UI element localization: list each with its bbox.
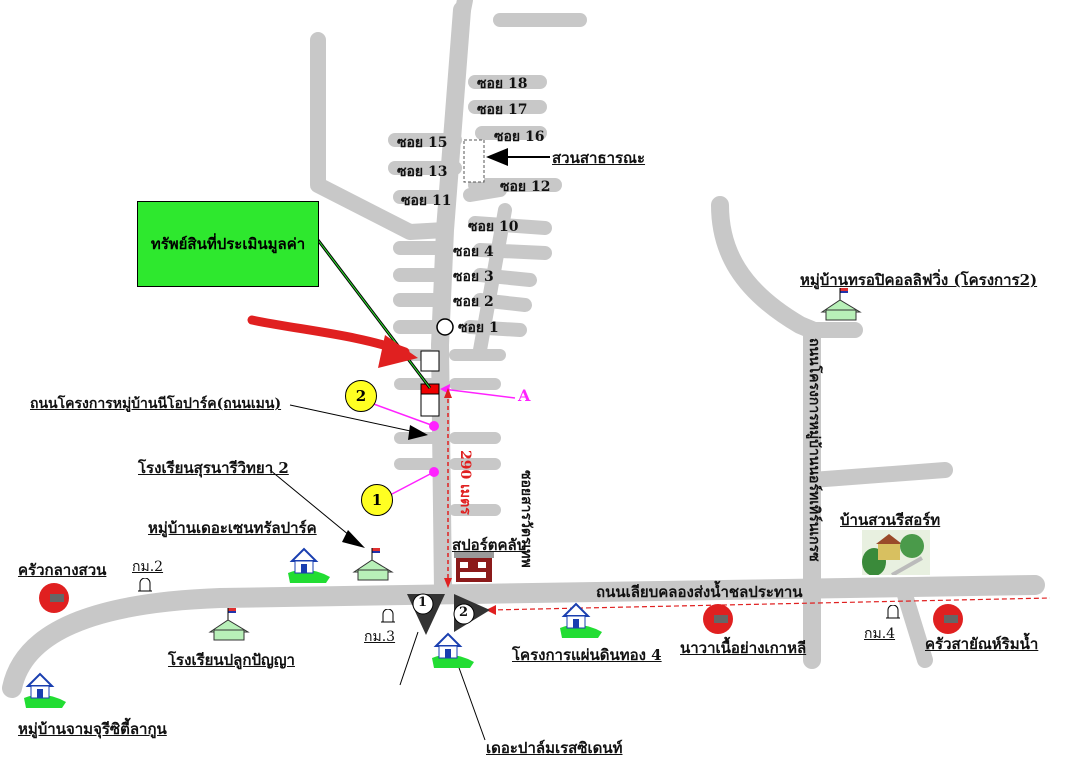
view-marker-1-circle [412, 593, 434, 615]
photo-marker-2: 2 [345, 380, 377, 412]
photo-point-2 [429, 421, 439, 431]
subject-property [420, 383, 440, 395]
soi-16-label: ซอย 16 [494, 129, 545, 145]
road [473, 243, 552, 260]
soi-15-label: ซอย 15 [397, 135, 448, 151]
photo-point-1-line [391, 471, 435, 495]
housing-village-icon [288, 547, 330, 583]
road [897, 587, 933, 668]
housing-village-icon [24, 672, 66, 708]
sport-club-label: สปอร์ตคลับ [452, 536, 527, 554]
housing-village-icon [560, 602, 602, 638]
restaurant-icon [933, 604, 963, 634]
resort-icon [862, 530, 930, 575]
krua-klang-suan-label: ครัวกลางสวน [18, 561, 107, 579]
side-road-label: ถนนโครงการหมู่บ้านนอร์ทเทิร์นเกรซ [806, 338, 822, 562]
road [804, 462, 953, 488]
soi-13-label: ซอย 13 [397, 164, 448, 180]
km-post-icon [381, 609, 395, 623]
pointer-line [317, 239, 431, 389]
reference-arrow [486, 605, 496, 615]
road [473, 268, 537, 287]
main-road-label: ถนนเลียบคลองส่งน้ำชลประทาน [596, 583, 803, 601]
distance-arrow-bottom [444, 578, 452, 588]
leader-arrow [408, 425, 428, 440]
leader-line [457, 664, 486, 741]
neo-park-road-label: ถนนโครงการหมู่บ้านนีโอปาร์ค(ถนนเมน) [30, 396, 282, 412]
surnari-school-label: โรงเรียนสุรนารีวิทยา 2 [138, 459, 289, 477]
school-icon [208, 608, 250, 641]
photo-point-1 [429, 467, 439, 477]
soi-4-label: ซอย 4 [453, 244, 494, 260]
soi-11-label: ซอย 11 [401, 193, 452, 209]
pluk-panya-school-label: โรงเรียนปลูกปัญญา [168, 651, 295, 669]
palm-residence-label: เดอะปาล์มเรสซิเดนท์ [486, 739, 623, 757]
road [468, 216, 552, 235]
park-arrow-head [486, 148, 508, 166]
soi1-marker [436, 318, 454, 336]
red-arrow-head [378, 335, 418, 368]
leader-line [289, 404, 416, 433]
km3-label: กม.3 [364, 629, 396, 645]
point-a-label: A [518, 386, 531, 405]
road [711, 196, 821, 669]
road [310, 32, 453, 240]
point-a-line [442, 388, 516, 399]
pandin-thong-label: โครงการแผ่นดินทอง 4 [512, 646, 662, 664]
road [473, 293, 532, 312]
leader-line [269, 469, 356, 541]
leader-line [399, 631, 419, 686]
soi-12-label: ซอย 12 [500, 179, 551, 195]
restaurant-icon [703, 604, 733, 634]
km-post-icon [138, 578, 152, 592]
central-park-label: หมู่บ้านเดอะเซนทรัลปาร์ค [148, 519, 317, 537]
park-label: สวนสาธารณะ [552, 149, 646, 167]
km-post-icon [886, 605, 900, 619]
property-label: ทรัพย์สินที่ประเมินมูลค่า [150, 235, 306, 253]
distance-label: 290 เมตร [457, 450, 473, 515]
soi-1-label: ซอย 1 [458, 320, 499, 336]
road [455, 0, 473, 18]
soi-10-label: ซอย 10 [468, 219, 519, 235]
road [463, 320, 527, 337]
suan-resort-label: บ้านสวนรีสอร์ท [840, 511, 941, 529]
adjacent-plot [420, 350, 440, 372]
property-label-box: ทรัพย์สินที่ประเมินมูลค่า [137, 201, 319, 287]
reference-line [489, 597, 1051, 611]
housing-village-icon [432, 632, 474, 668]
charm-lagoon-label: หมู่บ้านจามจุรีซิตี้ลากูน [18, 720, 167, 738]
soi-2-label: ซอย 2 [453, 294, 494, 310]
krua-saiyan-label: ครัวสายัณห์ริมน้ำ [925, 635, 1039, 653]
soi-sarawat-label: ซอยสารวัตรเทพ [518, 470, 534, 568]
km4-label: กม.4 [864, 626, 896, 642]
soi-18-label: ซอย 18 [477, 76, 528, 92]
soi-3-label: ซอย 3 [453, 269, 494, 285]
marker-number: 2 [355, 387, 367, 405]
soi-17-label: ซอย 17 [477, 102, 528, 118]
marker-number: 1 [371, 491, 383, 509]
school-icon [352, 548, 394, 581]
leader-arrow [342, 530, 365, 548]
view-marker-2-circle [453, 603, 475, 625]
view-number-1: 1 [418, 595, 428, 610]
distance-arrow-top [444, 388, 452, 398]
adjacent-plot [420, 393, 440, 417]
road [2, 575, 1045, 698]
km2-label: กม.2 [132, 559, 164, 575]
photo-marker-1: 1 [361, 484, 393, 516]
nawa-bbq-label: นาวาเนื้อย่างเกาหลี [680, 639, 807, 657]
photo-point-2-line [370, 402, 435, 427]
park-area [463, 139, 485, 183]
restaurant-icon [39, 583, 69, 613]
sport-club-building-icon [454, 552, 494, 582]
trophy-village-label: หมู่บ้านทรอปิคอลลิฟวิ่ง (โครงการ2) [800, 271, 1038, 289]
school-icon [820, 288, 862, 321]
view-number-2: 2 [459, 605, 469, 620]
